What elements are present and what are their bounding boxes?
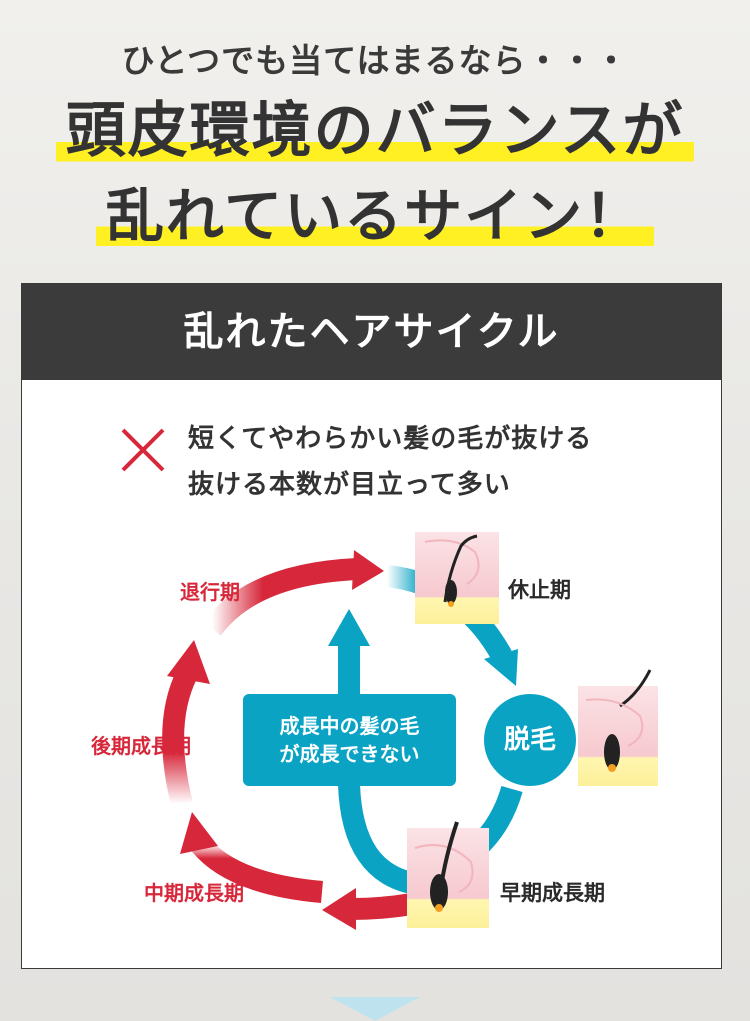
stage-resting: 休止期 [508,578,571,602]
arrow-icon [328,609,370,646]
headline-line-1: 頭皮環境のバランスが [0,96,750,167]
hair-follicle-icon [578,669,658,786]
arrow-icon [322,888,356,930]
symptom-2: 抜ける本数が目立って多い [188,470,511,500]
arrow-icon [203,558,358,636]
cross-mark-icon [121,428,165,472]
stage-regression: 退行期 [180,580,240,604]
arrow-icon [351,893,414,920]
arrow-icon [167,640,210,684]
hair-cycle-card: 乱れたヘアサイクル 短くてやわらかい髪の毛が抜ける 抜ける本数が目立って多い [21,283,722,969]
stage-shedding: 脱毛 [484,694,576,786]
symptom-1: 短くてやわらかい髪の毛が抜ける [188,424,593,454]
intro-text: ひとつでも当てはまるなら・・・ [121,41,629,80]
arrow-icon [180,812,218,854]
hair-follicle-icon [407,821,489,928]
growth-blocked-message: 成長中の髪の毛 が成長できない [243,694,456,786]
hair-cycle-diagram [162,532,658,930]
arrow-icon [338,644,420,895]
arrow-icon [162,669,197,807]
arrow-icon [191,836,323,903]
stage-mid-growth: 中期成長期 [144,881,244,905]
chevron-down-icon [330,997,420,1021]
stage-early-growth: 早期成長期 [500,881,605,905]
stage-late-growth: 後期成長期 [91,734,191,758]
arrow-icon [484,649,518,686]
headline-line-2: 乱れているサイン！ [0,182,750,251]
card-title: 乱れたヘアサイクル [22,284,721,380]
hair-follicle-icon [415,532,499,624]
arrow-icon [352,550,384,590]
